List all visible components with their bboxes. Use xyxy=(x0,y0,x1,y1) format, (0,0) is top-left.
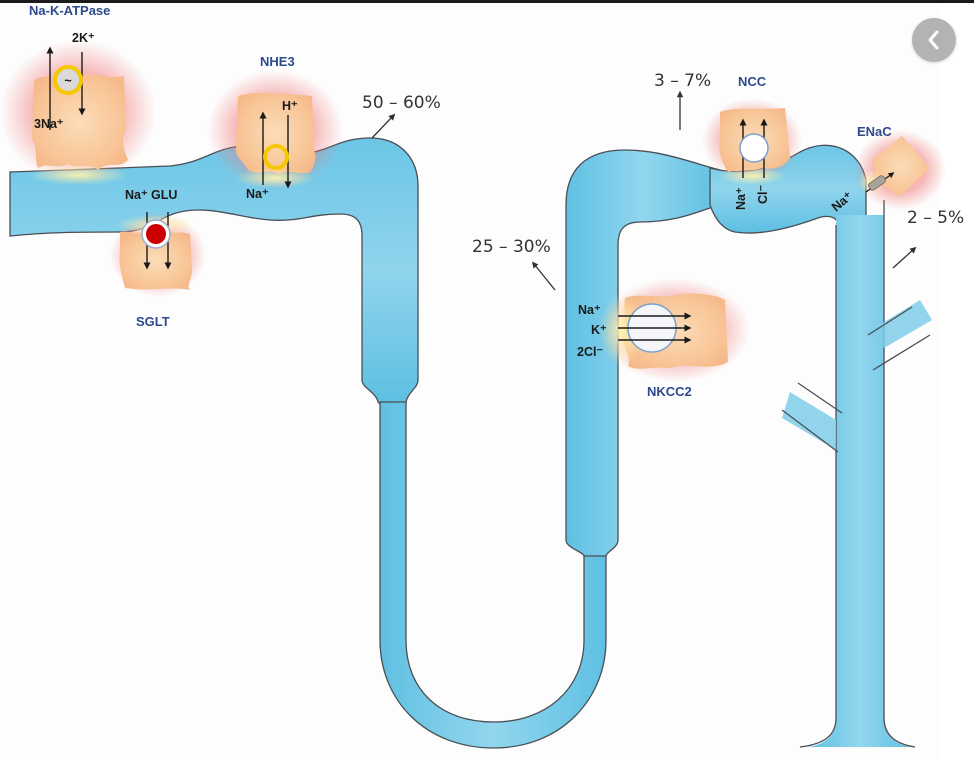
nhe3-exchanger xyxy=(259,111,292,189)
label-ncc: NCC xyxy=(738,74,767,89)
label-na-k-atpase: Na-K-ATPase xyxy=(29,3,110,18)
enac-channel-icon xyxy=(868,175,886,191)
label-proximal-percent: 50 – 60% xyxy=(362,93,441,113)
label-ncc-cl: Cl⁻ xyxy=(756,185,770,205)
label-ncc-na: Na⁺ xyxy=(734,187,748,210)
collecting-duct-branch-left xyxy=(782,392,836,450)
label-nkcc2-k: K⁺ xyxy=(591,323,607,337)
arrow-tal-reabsorption xyxy=(531,261,556,291)
nhe3-transporter-icon xyxy=(263,144,289,170)
label-h: H⁺ xyxy=(282,99,298,113)
enac-cell xyxy=(854,130,946,210)
label-2k: 2K⁺ xyxy=(72,31,95,45)
na-k-atpase-pump: ~ xyxy=(46,46,86,130)
chevron-left-icon xyxy=(928,30,939,50)
label-3na: 3Na⁺ xyxy=(34,117,64,131)
sglt-cell xyxy=(110,213,206,297)
label-na-glu: Na⁺ GLU xyxy=(125,188,177,202)
label-dct-percent: 3 – 7% xyxy=(654,71,711,91)
label-cd-percent: 2 – 5% xyxy=(907,208,964,228)
back-button[interactable] xyxy=(912,18,956,62)
collecting-duct xyxy=(808,215,912,747)
nhe3-cell xyxy=(207,70,343,190)
label-nkcc2: NKCC2 xyxy=(647,384,692,399)
arrow-proximal-reabsorption xyxy=(371,113,396,139)
ncc-transporter-icon xyxy=(739,133,769,163)
arrow-cd-reabsorption xyxy=(892,246,917,269)
ncc-cotransporter xyxy=(739,118,769,178)
label-nhe3-na: Na⁺ xyxy=(246,187,269,201)
label-sglt: SGLT xyxy=(136,314,170,329)
collecting-duct-branch-right xyxy=(868,300,932,348)
label-nkcc2-2cl: 2Cl⁻ xyxy=(577,345,603,359)
sglt-cotransporter xyxy=(141,212,172,270)
thick-ascending-limb xyxy=(565,149,721,557)
atpase-symbol: ~ xyxy=(64,74,71,88)
na-k-atpase-cell xyxy=(0,40,156,185)
viewer-right-margin xyxy=(940,3,974,760)
enac-channel xyxy=(865,172,895,193)
sglt-transporter-icon xyxy=(146,224,166,244)
label-enac: ENaC xyxy=(857,124,892,139)
atpase-pump-icon xyxy=(53,65,83,95)
image-background xyxy=(0,3,974,760)
label-tal-percent: 25 – 30% xyxy=(472,237,551,257)
label-nkcc2-na: Na⁺ xyxy=(578,303,601,317)
window-top-border xyxy=(0,0,974,3)
label-nhe3: NHE3 xyxy=(260,54,295,69)
nkcc2-cotransporter xyxy=(618,303,692,353)
